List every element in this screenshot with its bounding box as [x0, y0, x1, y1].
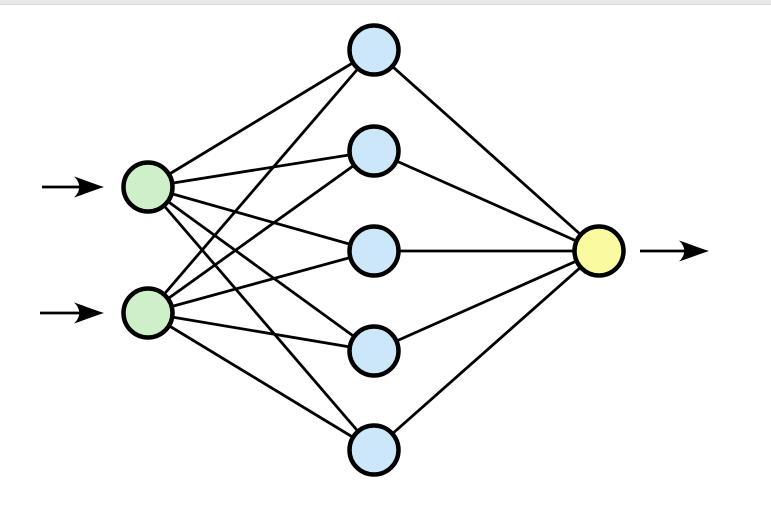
input-arrow-2-head-icon	[74, 302, 104, 324]
hidden-node-4	[347, 324, 401, 378]
edge-hidden.4-to-output.0	[373, 249, 600, 452]
output-arrow	[640, 240, 709, 262]
edge-input.1-to-hidden.4	[147, 311, 375, 452]
edge-input.1-to-hidden.3	[147, 311, 375, 353]
edges-group	[146, 48, 600, 452]
input-arrow-1-head-icon	[74, 176, 104, 198]
edge-input.0-to-hidden.2	[147, 185, 375, 253]
input-node-2	[121, 286, 175, 340]
edge-hidden.3-to-output.0	[373, 249, 600, 353]
hidden-node-3	[347, 224, 401, 278]
edge-input.0-to-hidden.0	[147, 48, 375, 189]
hidden-node-5	[347, 423, 401, 477]
input-arrow-2	[40, 302, 104, 324]
output-arrow-head-icon	[679, 240, 709, 262]
hidden-node-1	[347, 23, 401, 77]
edge-input.0-to-hidden.1	[147, 149, 375, 189]
output-node-1	[572, 224, 626, 278]
edge-input.0-to-hidden.4	[146, 186, 376, 451]
edge-hidden.1-to-output.0	[373, 149, 600, 253]
edge-hidden.0-to-output.0	[373, 48, 600, 253]
input-arrow-1	[42, 176, 104, 198]
input-node-1	[121, 160, 175, 214]
arrows-group	[40, 176, 709, 324]
nodes-group	[121, 23, 626, 477]
edge-input.1-to-hidden.0	[146, 49, 376, 314]
edge-input.1-to-hidden.1	[147, 149, 375, 315]
edge-input.1-to-hidden.2	[147, 249, 375, 315]
hidden-node-2	[347, 124, 401, 178]
top-border-strip	[0, 0, 771, 5]
edge-input.0-to-hidden.3	[147, 185, 375, 353]
